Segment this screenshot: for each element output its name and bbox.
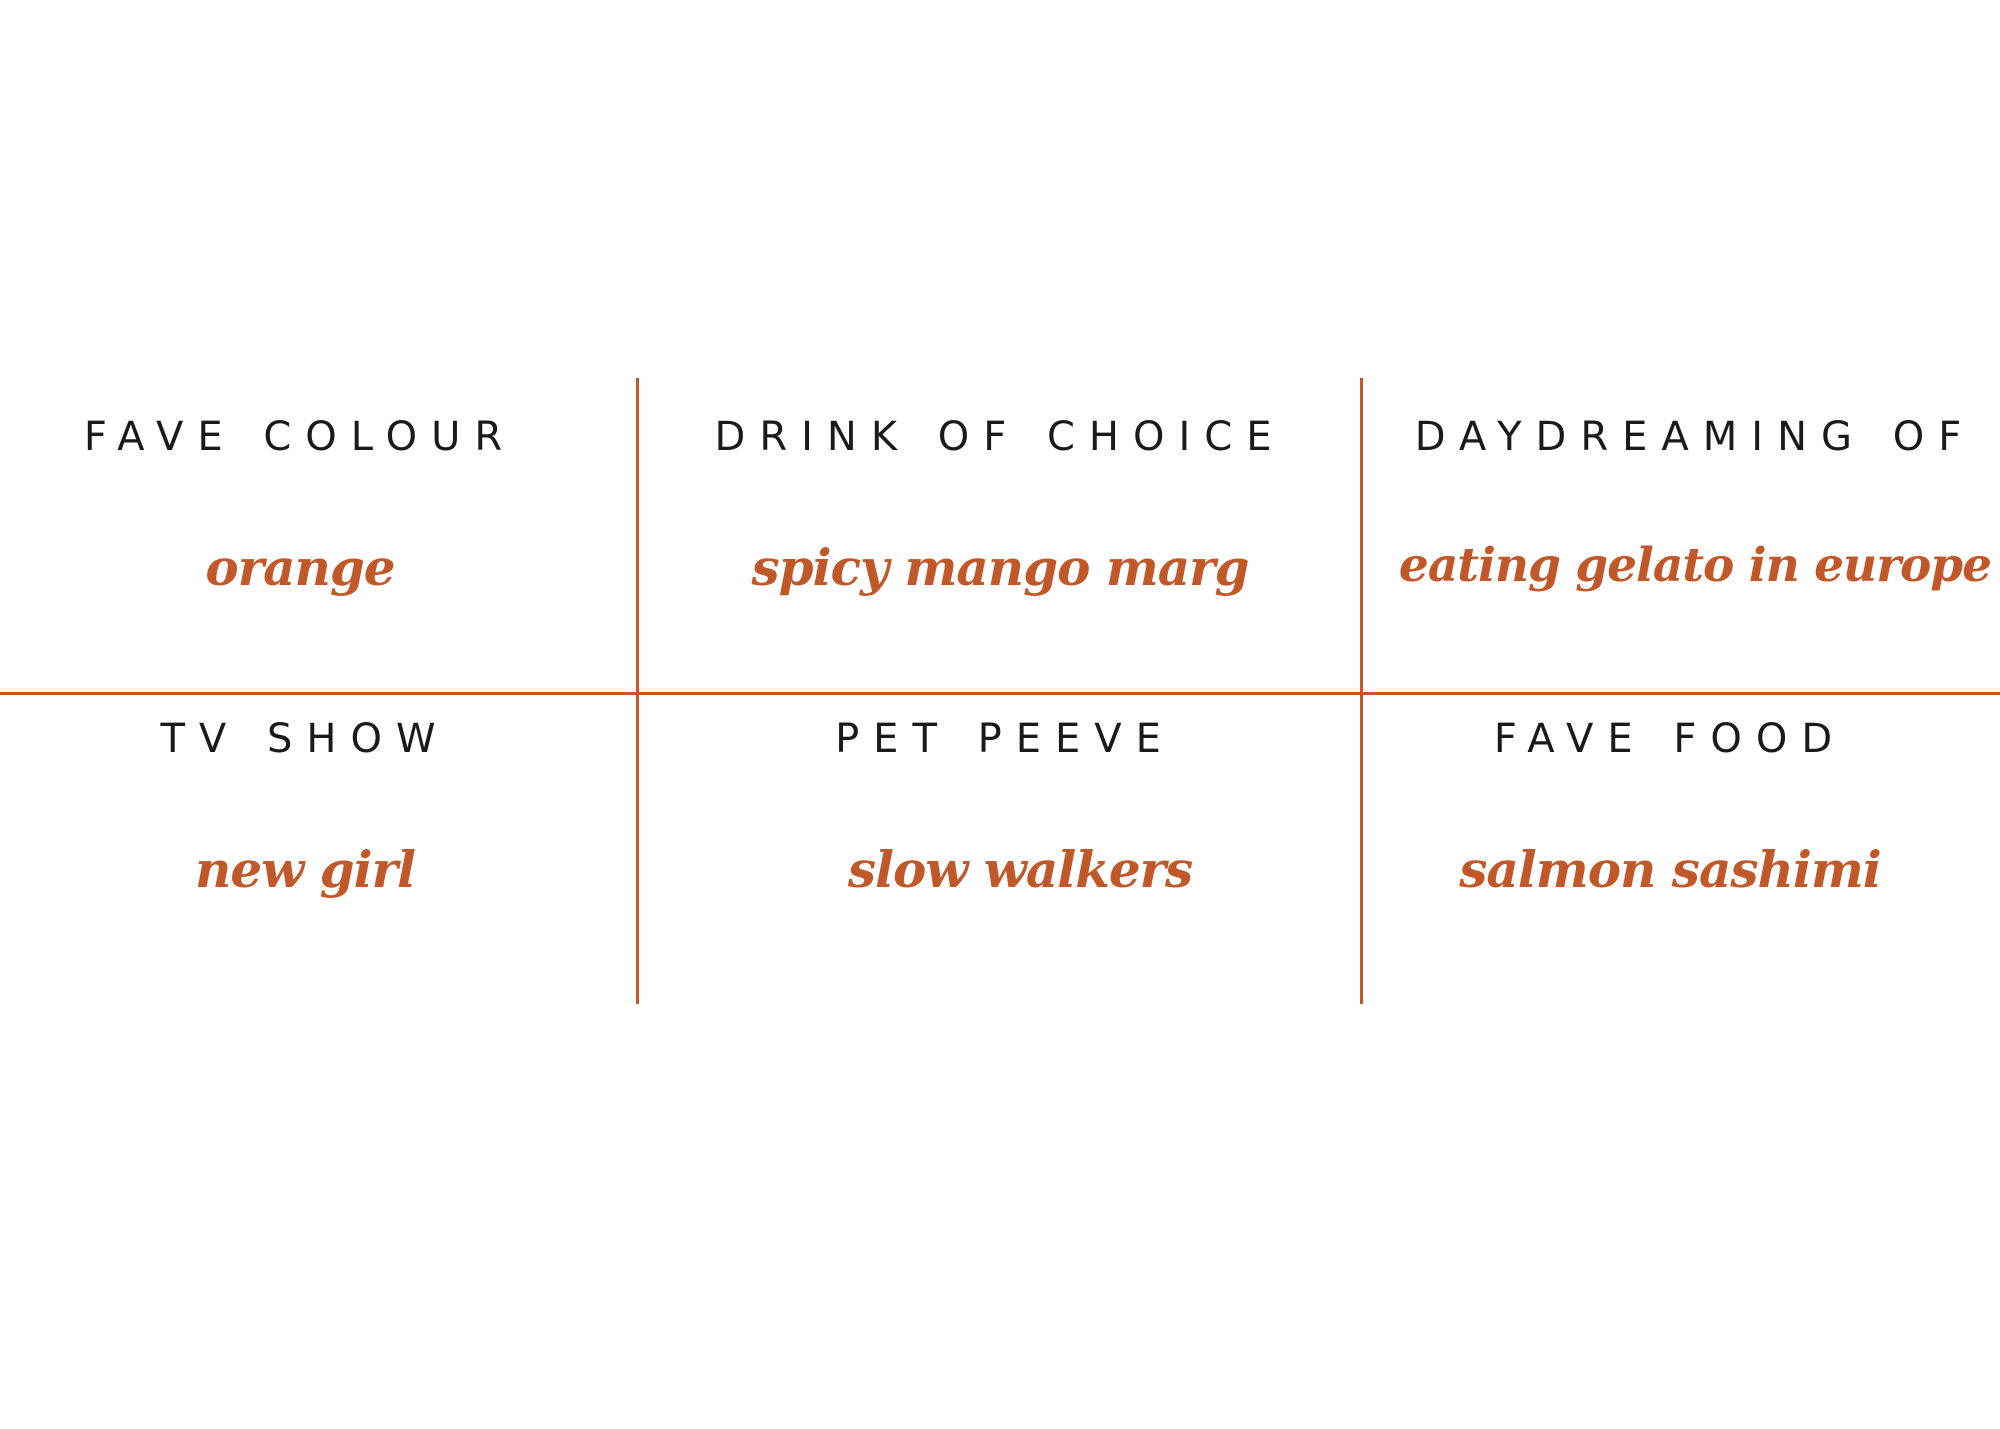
cell-label: DRINK OF CHOICE <box>714 414 1286 460</box>
cell-fave-food: FAVE FOOD salmon sashimi <box>1400 700 1940 900</box>
cell-value: slow walkers <box>847 840 1193 899</box>
cell-daydreaming-of: DAYDREAMING OF eating gelato in europe <box>1390 400 2000 600</box>
cell-value: new girl <box>195 840 416 899</box>
cell-tv-show: TV SHOW new girl <box>0 700 610 900</box>
cell-value: spicy mango marg <box>751 538 1250 597</box>
cell-fave-colour: FAVE COLOUR orange <box>0 400 600 600</box>
vertical-divider-left <box>636 378 639 1004</box>
cell-label: FAVE COLOUR <box>83 414 517 460</box>
cell-label: FAVE FOOD <box>1493 716 1847 762</box>
horizontal-divider <box>0 692 2000 695</box>
cell-value: salmon sashimi <box>1459 840 1882 899</box>
vertical-divider-right <box>1360 378 1363 1004</box>
cell-value: orange <box>205 538 395 597</box>
cell-label: DAYDREAMING OF <box>1414 414 1976 460</box>
cell-pet-peeve: PET PEEVE slow walkers <box>700 700 1340 900</box>
cell-label: PET PEEVE <box>835 716 1175 762</box>
cell-drink-of-choice: DRINK OF CHOICE spicy mango marg <box>700 400 1300 600</box>
cell-label: TV SHOW <box>160 716 450 762</box>
cell-value: eating gelato in europe <box>1398 538 1992 593</box>
